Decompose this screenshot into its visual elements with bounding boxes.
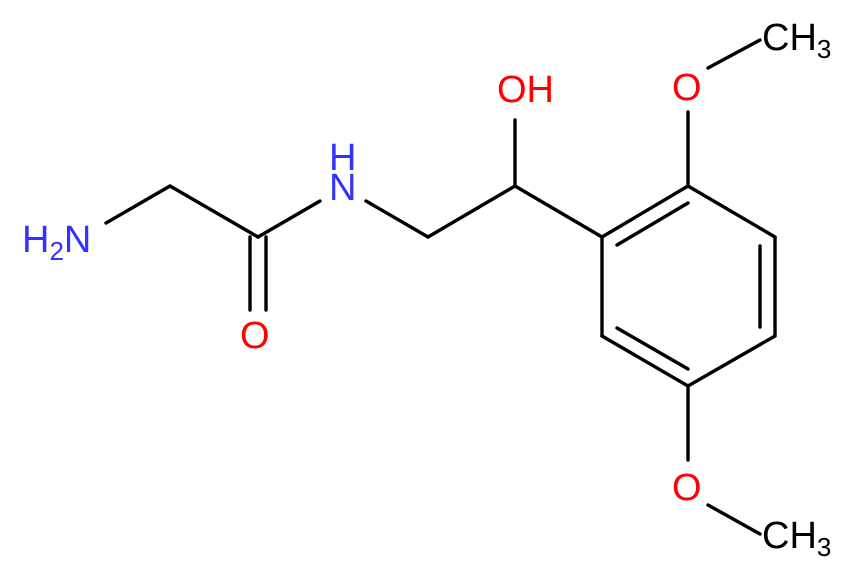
methoxy-bottom-oxygen-label: O — [672, 467, 702, 509]
ring-bond-2 — [686, 184, 777, 239]
hydroxyl-label: OH — [497, 69, 554, 111]
bond-nh2-ch2 — [104, 184, 172, 225]
amide-hydrogen-label: H — [329, 137, 356, 179]
bond-nh-ch2 — [364, 199, 430, 239]
bond-ch2-choh — [426, 184, 517, 239]
bonds — [104, 38, 777, 536]
ring-bond-4 — [686, 334, 777, 388]
amide-nitrogen-symbol: N — [329, 167, 356, 209]
methoxy-bottom-methyl-label: CH3 — [762, 515, 831, 562]
ring-bond-1 — [600, 184, 690, 239]
amine-label: H2N — [22, 219, 91, 266]
bond-choh-ring — [513, 184, 604, 239]
ring-bond-5 — [600, 334, 690, 388]
methoxy-top-methyl-label: CH3 — [762, 17, 831, 64]
bond-ch2-carbonyl — [168, 184, 260, 239]
methoxy-top-oxygen-label: O — [672, 67, 702, 109]
atom-labels: H2N H N N O OH O CH3 O CH3 — [22, 17, 831, 562]
carbonyl-oxygen-label: O — [240, 315, 270, 357]
ring-bond-1-inner — [615, 201, 690, 247]
ring-bond-5-inner — [615, 326, 690, 371]
bond-carbonyl-nh — [256, 199, 322, 239]
bond-o-ch3-top — [706, 38, 762, 70]
bond-o-ch3-bottom — [706, 503, 762, 536]
